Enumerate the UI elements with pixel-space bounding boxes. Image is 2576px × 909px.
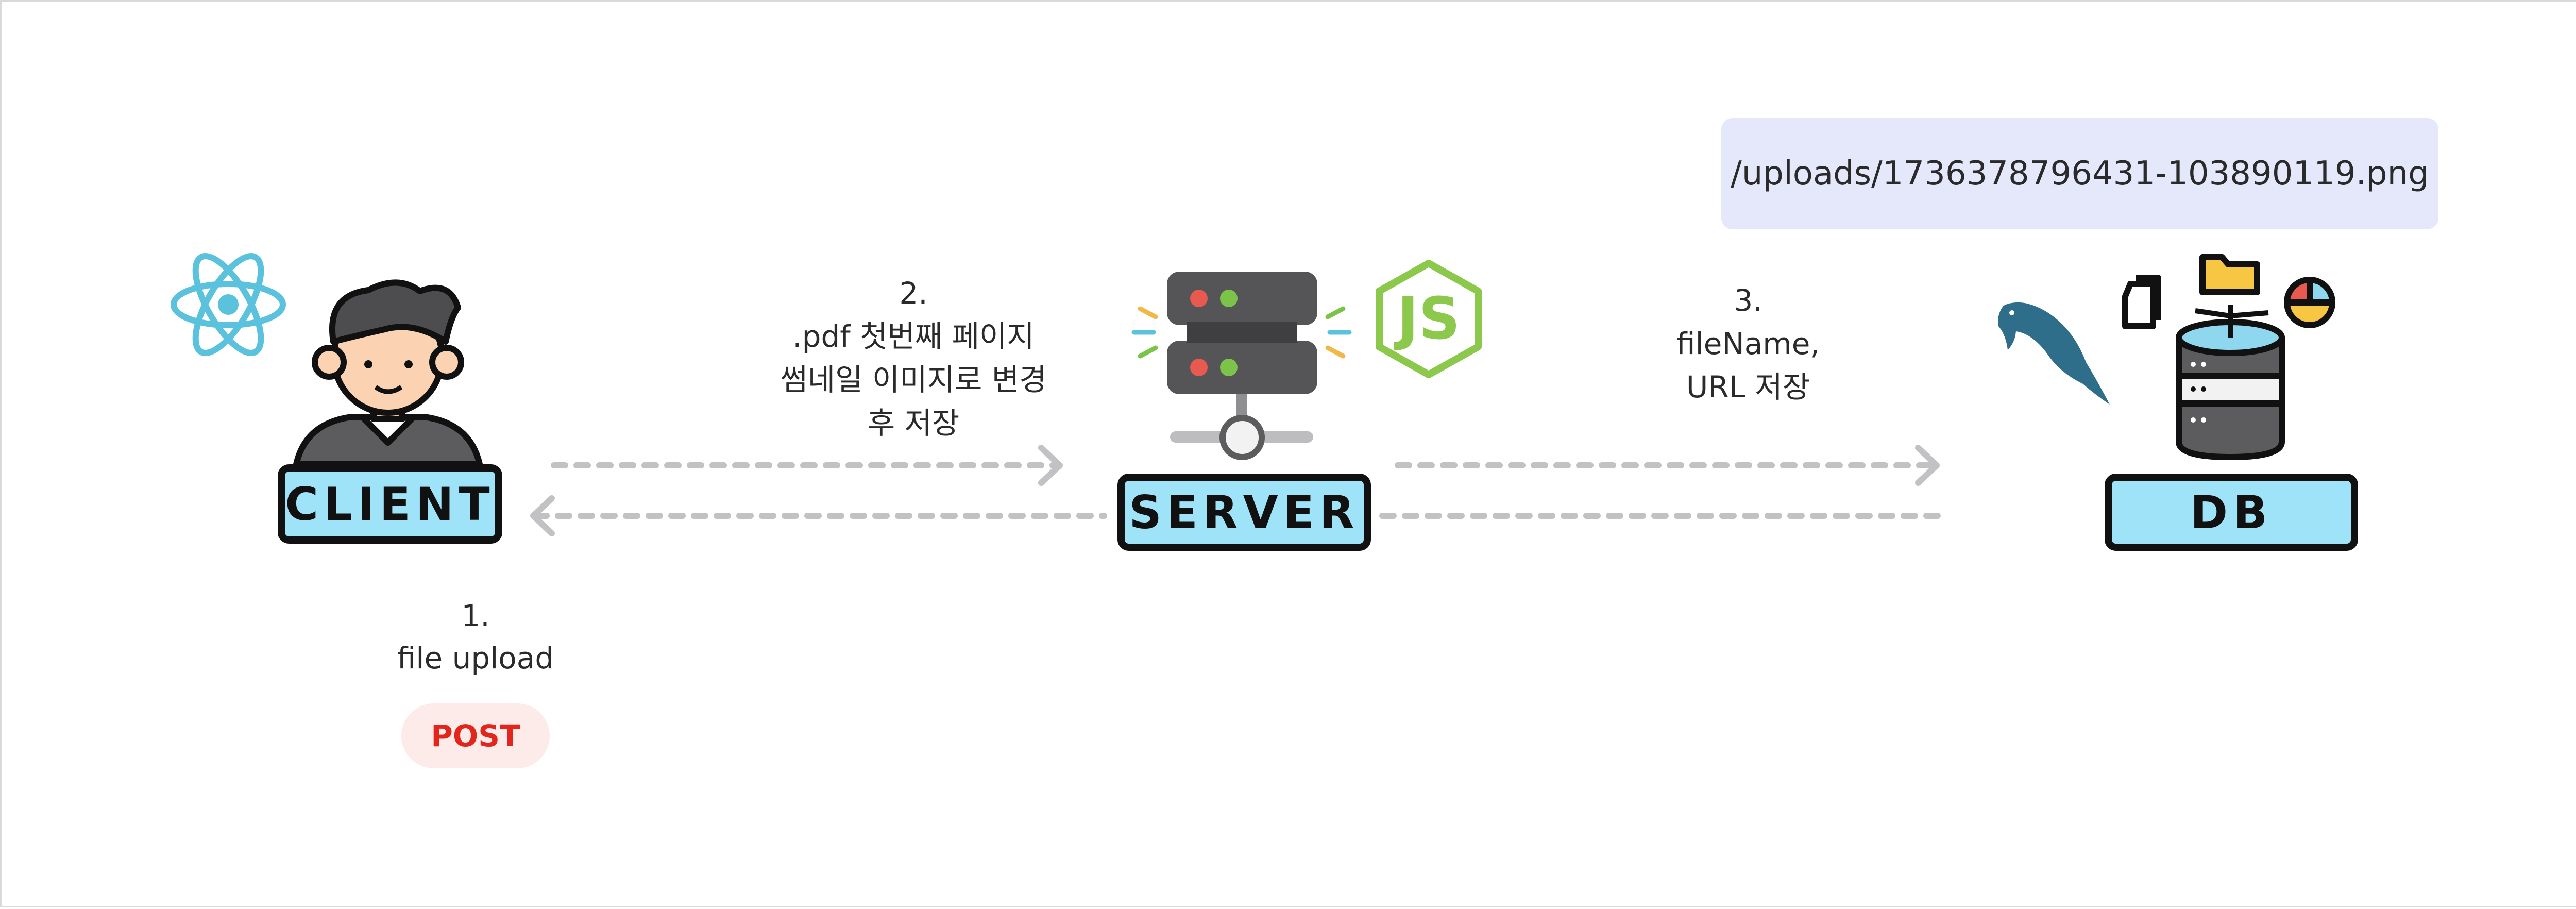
db-step-number: 3.	[1734, 283, 1762, 318]
pie-chart-icon	[2284, 277, 2335, 328]
document-icon	[2122, 275, 2161, 329]
client-step-description: file upload	[397, 641, 554, 676]
db-label: DB	[2190, 485, 2273, 539]
client-step-number: 1.	[461, 598, 490, 633]
mysql-dolphin-icon	[1998, 302, 2110, 405]
http-method-label: POST	[431, 718, 520, 753]
svg-text:JS: JS	[1394, 285, 1460, 352]
server-rack-icon	[1131, 272, 1352, 460]
db-label-box: DB	[2105, 474, 2358, 551]
nodejs-icon: JS	[1376, 260, 1482, 378]
stored-path-box: /uploads/1736378796431-103890119.png	[1721, 118, 2438, 229]
arrow-server-to-client	[530, 495, 1107, 536]
http-method-badge: POST	[401, 703, 550, 768]
server-label-box: SERVER	[1117, 474, 1371, 551]
arrow-client-to-server	[551, 445, 1063, 486]
client-label-box: CLIENT	[278, 464, 502, 544]
react-icon	[171, 253, 286, 356]
db-step-line-1: fileName,	[1676, 326, 1820, 361]
server-step-line-2: 썸네일 이미지로 변경	[780, 362, 1047, 397]
database-icon	[2176, 305, 2285, 460]
server-step-line-1: .pdf 첫번째 페이지	[792, 319, 1035, 354]
developer-avatar-icon	[293, 279, 483, 467]
server-label: SERVER	[1129, 485, 1360, 539]
arrow-server-to-db	[1395, 445, 1940, 486]
client-label: CLIENT	[285, 477, 495, 531]
folder-icon	[2199, 254, 2260, 295]
db-step-line-2: URL 저장	[1686, 369, 1810, 405]
stored-path-text: /uploads/1736378796431-103890119.png	[1731, 155, 2429, 193]
server-step-number: 2.	[899, 276, 928, 311]
server-step-line-3: 후 저장	[867, 406, 960, 441]
